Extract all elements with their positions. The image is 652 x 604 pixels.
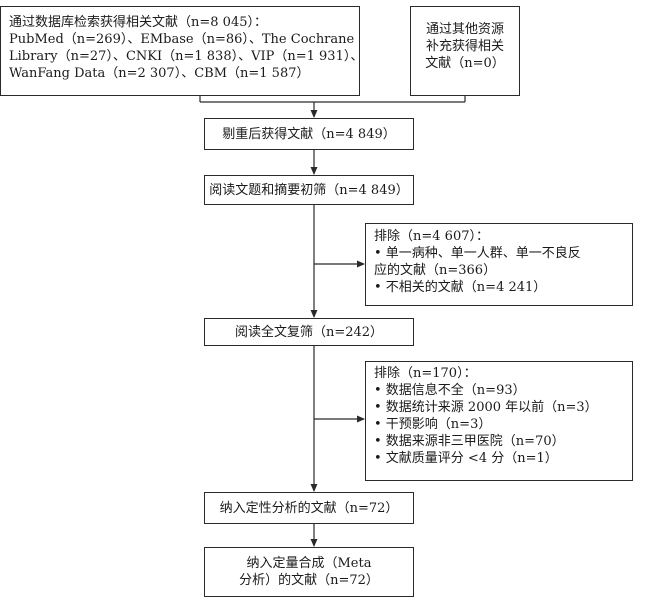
exclusion-1-item-1-cont: 应的文献（n=366） — [374, 263, 497, 278]
exclusion-1-heading: 排除（n=4 607）： — [374, 229, 489, 244]
after-dedup-text: 剔重后获得文献（n=4 849） — [222, 127, 396, 142]
box-exclusion-1: 排除（n=4 607）： • 单一病种、单一人群、单一不良反 应的文献（n=36… — [365, 223, 633, 306]
exclusion-2-heading: 排除（n=170）： — [374, 366, 477, 381]
db-search-line-1: 通过数据库检索获得相关文献（n=8 045）： — [9, 15, 267, 30]
box-exclusion-2: 排除（n=170）： • 数据信息不全（n=93） • 数据统计来源 2000 … — [365, 361, 633, 481]
box-quantitative-synthesis: 纳入定量合成（Meta 分析）的文献（n=72） — [204, 547, 414, 597]
exclusion-1-item-2: • 不相关的文献（n=4 241） — [374, 280, 547, 295]
box-qualitative-synthesis: 纳入定性分析的文献（n=72） — [204, 492, 414, 524]
box-database-search: 通过数据库检索获得相关文献（n=8 045）： PubMed（n=269）、EM… — [0, 6, 364, 96]
db-search-line-2: PubMed（n=269）、EMbase（n=86）、The Cochrane — [9, 32, 355, 47]
title-abstract-text: 阅读文题和摘要初筛（n=4 849） — [209, 183, 409, 198]
quantitative-line-2: 分析）的文献（n=72） — [239, 573, 379, 588]
db-search-line-4: WanFang Data（n=2 307）、CBM（n=1 587） — [9, 66, 310, 81]
exclusion-1-item-1: • 单一病种、单一人群、单一不良反 — [374, 246, 581, 261]
box-after-dedup: 剔重后获得文献（n=4 849） — [204, 118, 414, 150]
exclusion-2-item-1: • 数据信息不全（n=93） — [374, 383, 526, 398]
other-sources-line-2: 补充获得相关 — [425, 39, 504, 54]
fulltext-text: 阅读全文复筛（n=242） — [234, 325, 384, 340]
exclusion-2-item-3: • 干预影响（n=3） — [374, 417, 492, 432]
db-search-line-3: Library（n=27）、CNKI（n=1 838）、VIP（n=1 931）… — [9, 49, 364, 64]
quantitative-line-1: 纳入定量合成（Meta — [246, 556, 372, 571]
qualitative-text: 纳入定性分析的文献（n=72） — [219, 501, 399, 516]
exclusion-2-item-2: • 数据统计来源 2000 年以前（n=3） — [374, 400, 598, 415]
exclusion-2-item-5: • 文献质量评分 <4 分（n=1） — [374, 451, 558, 466]
exclusion-2-item-4: • 数据来源非三甲医院（n=70） — [374, 434, 565, 449]
other-sources-line-1: 通过其他资源 — [425, 22, 504, 37]
box-title-abstract-screening: 阅读文题和摘要初筛（n=4 849） — [204, 175, 414, 205]
box-fulltext-screening: 阅读全文复筛（n=242） — [204, 318, 414, 346]
box-other-sources: 通过其他资源 补充获得相关 文献（n=0） — [410, 6, 520, 96]
other-sources-line-3: 文献（n=0） — [425, 56, 505, 71]
